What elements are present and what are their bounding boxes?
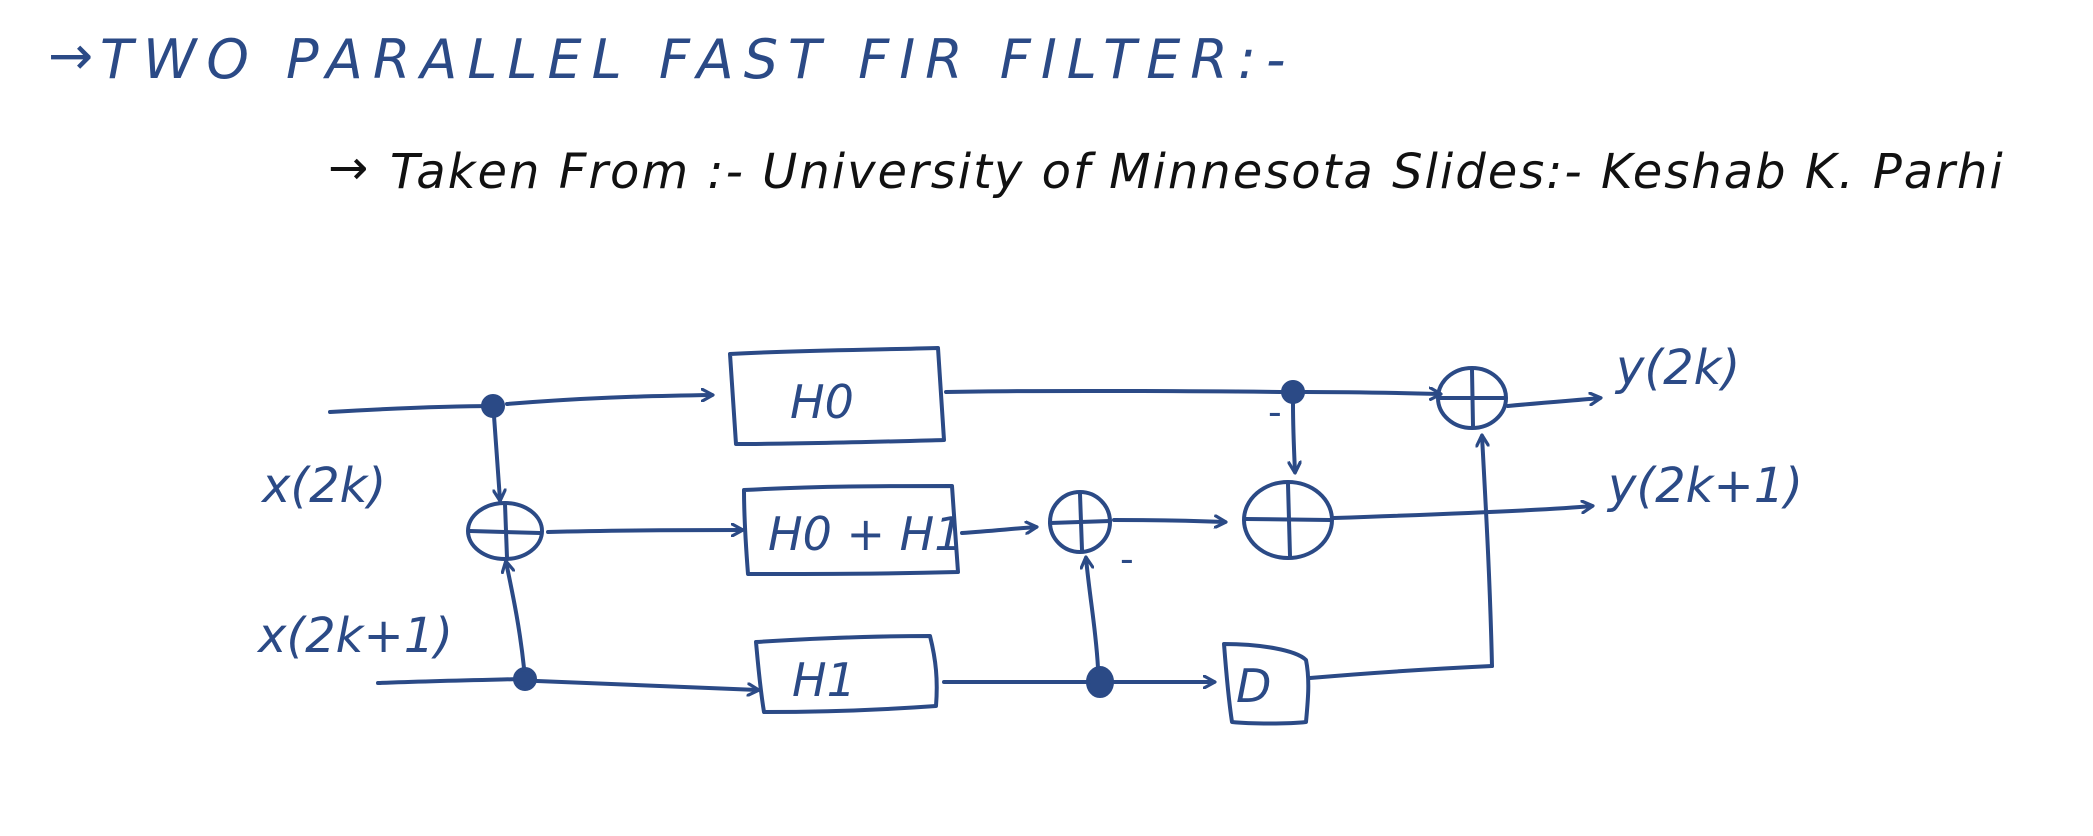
wire-sub-to-right-adder (1112, 520, 1225, 522)
source-line: → Taken From :- University of Minnesota … (328, 140, 2005, 200)
wire-h0-out (944, 388, 1292, 394)
output-adder-plus-v (1470, 368, 1475, 428)
source-text: Taken From :- University of Minnesota Sl… (390, 144, 2005, 200)
wire-h0-to-output-adder (1303, 392, 1440, 394)
wire-to-h1 (535, 679, 758, 690)
wire-to-y-even (1506, 398, 1600, 408)
block-h1-label: H1 (792, 653, 856, 707)
title-arrow: → (48, 24, 103, 87)
output-label-even: y(2k) (1614, 340, 1740, 396)
wire-h0-to-mid-adder (1293, 402, 1295, 472)
wire-to-y-odd (1332, 506, 1592, 520)
wire-even-to-adder (492, 414, 500, 500)
block-h0h1-label: H0 + H1 (768, 507, 964, 561)
title: → TWO PARALLEL FAST FIR FILTER:- (48, 24, 1296, 91)
wire-to-h0 (505, 395, 712, 406)
input-line-even (328, 404, 495, 414)
fir-block-diagram: x(2k) x(2k+1) H0 H0 + H1 H1 (256, 340, 1803, 726)
middle-subtractor-plus-v (1078, 492, 1084, 552)
wire-odd-to-adder (506, 562, 526, 670)
block-h0-label: H0 (790, 375, 854, 429)
junction-h0-out (1281, 380, 1305, 404)
source-arrow: → (328, 140, 370, 196)
wire-delay-out (1308, 664, 1494, 680)
input-line-odd (376, 677, 524, 685)
right-adder-plus-v (1286, 482, 1292, 558)
input-label-even: x(2k) (260, 458, 386, 514)
block-delay (1222, 642, 1311, 726)
block-h1 (754, 634, 939, 714)
output-label-odd: y(2k+1) (1606, 458, 1803, 514)
junction-h1-out (1086, 666, 1114, 698)
wire-h0h1-out (960, 527, 1036, 535)
junction-odd-input (513, 667, 537, 691)
input-label-odd: x(2k+1) (256, 608, 453, 664)
block-delay-label: D (1236, 659, 1271, 713)
junction-even-input (481, 394, 505, 418)
minus-sign-upper: - (1268, 390, 1282, 434)
wire-h1-to-subtractor (1086, 558, 1100, 670)
wire-to-h0h1 (546, 530, 742, 532)
wire-delay-to-output-adder (1482, 436, 1494, 668)
block-h0 (728, 346, 946, 446)
input-adder-plus-v (503, 502, 509, 560)
title-text: TWO PARALLEL FAST FIR FILTER:- (100, 28, 1296, 91)
block-h0h1 (742, 484, 960, 576)
minus-sign-lower: - (1120, 537, 1134, 581)
